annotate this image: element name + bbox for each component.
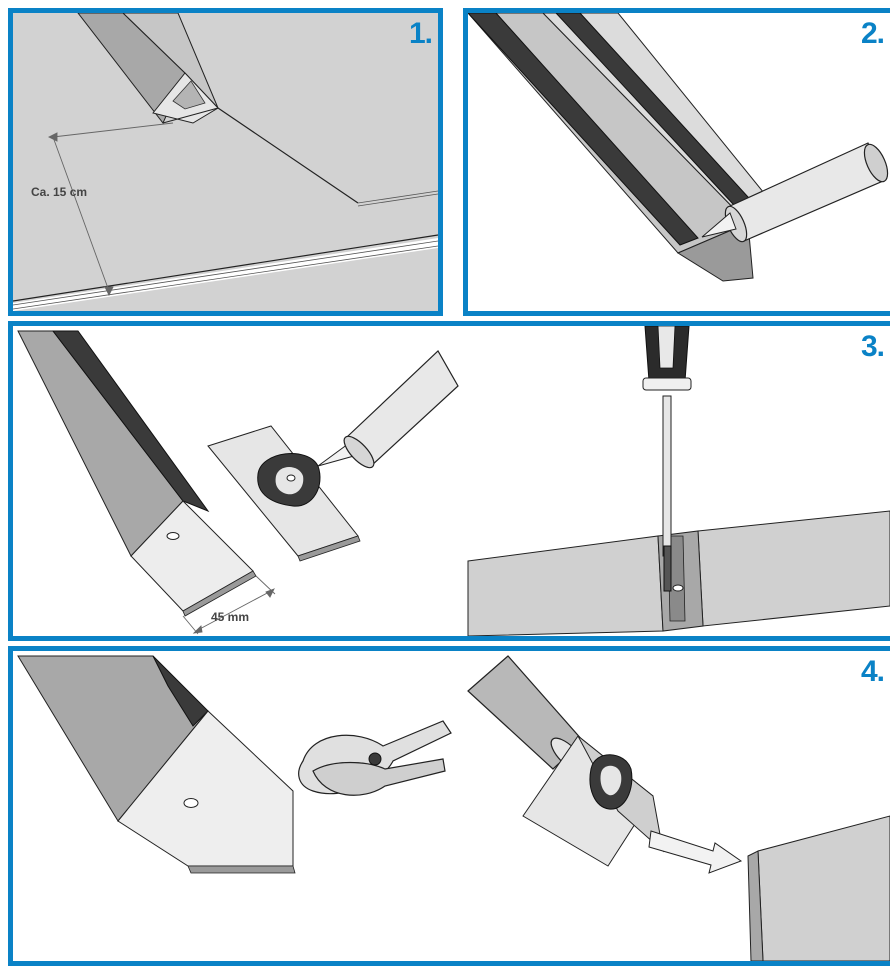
tin-snips-icon	[298, 720, 452, 796]
next-ridge-section	[747, 815, 890, 961]
sealant-cartridge-icon	[701, 142, 889, 243]
step4-number: 4.	[860, 655, 885, 688]
step3-illustration: 45 mm	[13, 326, 890, 636]
step1-illustration: Ca. 15 cm	[13, 13, 438, 311]
step2-panel: 2.	[463, 8, 890, 316]
cut-ridge-end	[17, 655, 296, 874]
step3-dimension-label: 45 mm	[211, 610, 249, 624]
step3-number: 3.	[860, 330, 885, 363]
joined-ridges	[467, 510, 890, 636]
gasket-strip	[207, 425, 361, 562]
step3-dimension	[182, 575, 276, 635]
ridge-end-flap	[17, 330, 257, 617]
direction-arrow-icon	[648, 830, 743, 874]
step2-number: 2.	[860, 17, 885, 50]
sealant-cartridge-icon	[317, 350, 459, 469]
step1-panel: Ca. 15 cm 1.	[8, 8, 443, 316]
step2-illustration	[468, 13, 890, 311]
screwdriver-icon	[642, 326, 692, 592]
ridge-profile	[77, 13, 219, 124]
gasket-piece	[522, 735, 664, 867]
step4-illustration	[13, 651, 890, 961]
step1-number: 1.	[408, 17, 433, 50]
step1-dimension	[47, 122, 174, 297]
step1-dimension-label: Ca. 15 cm	[31, 185, 87, 199]
step3-panel: 45 mm 3.	[8, 321, 890, 641]
step4-panel: 4.	[8, 646, 890, 966]
ridge-channel	[468, 13, 769, 282]
